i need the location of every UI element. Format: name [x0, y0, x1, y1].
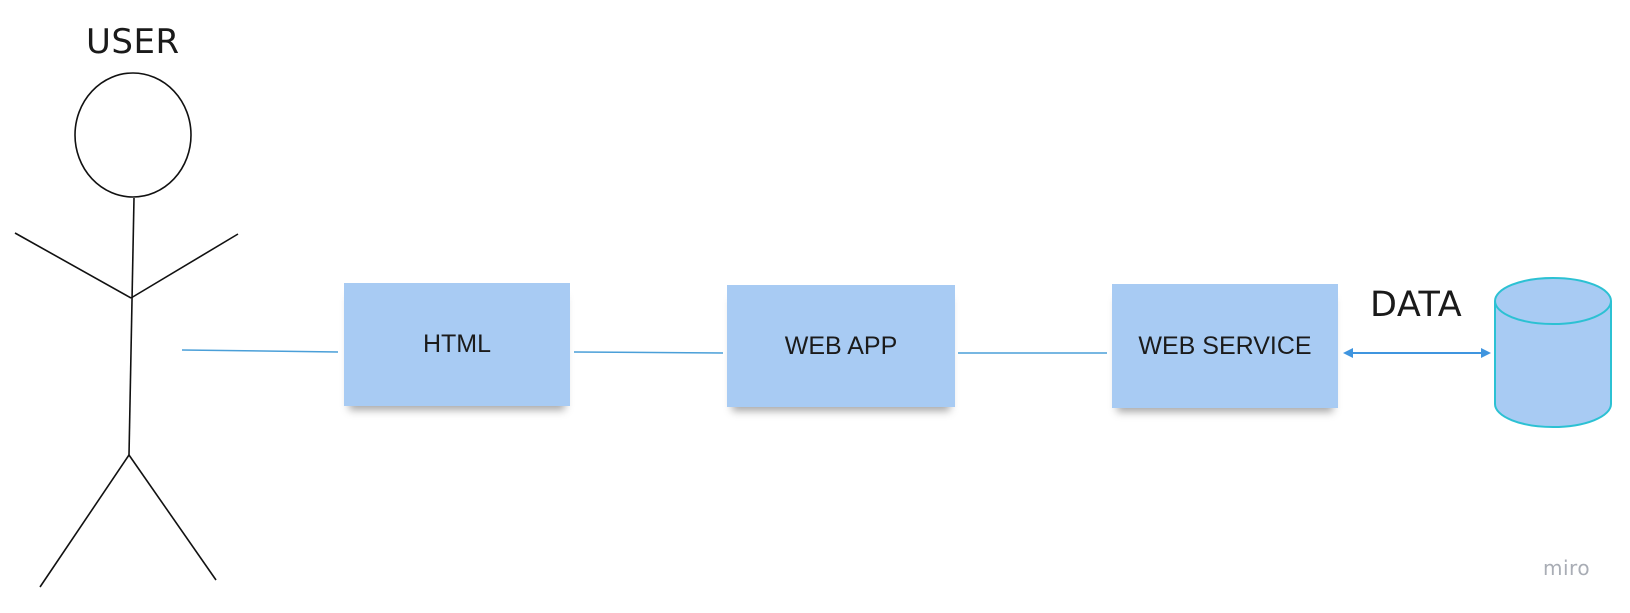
sticky-note-label: WEB APP: [784, 331, 898, 360]
user-right-arm: [130, 233, 239, 299]
connector-user-html[interactable]: [181, 349, 339, 353]
cylinder-body: [1494, 301, 1612, 428]
user-left-arm: [14, 232, 132, 299]
user-body: [128, 197, 135, 456]
connector-html-webapp[interactable]: [573, 351, 724, 354]
cylinder-top: [1494, 277, 1612, 325]
sticky-note-label: HTML: [422, 330, 492, 358]
user-head: [74, 72, 192, 198]
user-right-leg: [128, 454, 217, 581]
sticky-note-label: WEB SERVICE: [1138, 331, 1312, 360]
sticky-note-html[interactable]: HTML: [344, 283, 570, 406]
sticky-note-web-app[interactable]: WEB APP: [727, 285, 955, 407]
user-label: USER: [86, 22, 180, 62]
miro-watermark: miro: [1543, 556, 1591, 580]
sticky-note-web-service[interactable]: WEB SERVICE: [1112, 284, 1338, 408]
user-stick-figure[interactable]: [14, 72, 239, 588]
data-label: DATA: [1370, 285, 1463, 325]
database-cylinder-icon[interactable]: [1494, 277, 1612, 428]
user-left-leg: [39, 454, 130, 588]
